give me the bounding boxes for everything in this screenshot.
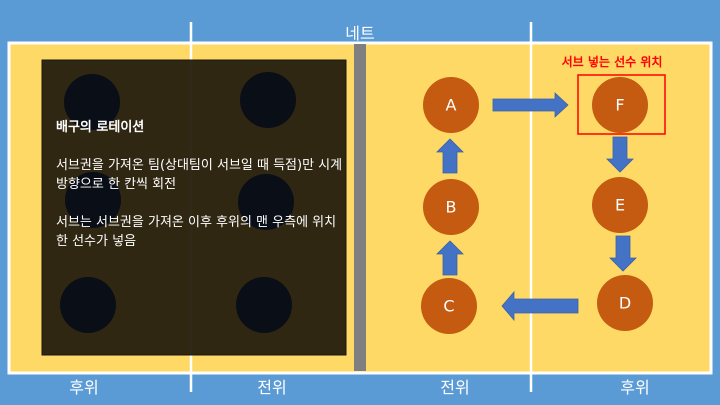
opponent-player [65,172,121,228]
opponent-player [60,277,116,333]
arrow-left-icon [501,290,579,322]
arrow-down-icon [609,235,637,272]
player-b-label: B [445,197,457,217]
player-c [421,278,477,334]
rotation-note: 배구의 로테이션 서브권을 가져온 팀(상대팀이 서브일 때 득점)만 시계 방… [56,118,346,270]
arrow-up-icon [436,138,464,174]
player-a-label: A [445,95,457,115]
player-e-label: E [614,195,626,215]
player-d-label: D [618,293,632,313]
net-label: 네트 [345,24,375,43]
opponent-players [60,72,296,333]
zone-label-front-left: 전위 [257,378,287,397]
note-rotation-rule: 서브권을 가져온 팀(상대팀이 서브일 때 득점)만 시계 방향으로 한 칸씩 … [56,158,343,192]
zone-label-back-left: 후위 [69,378,99,397]
serve-position-label: 서브 넣는 선수 위치 [561,55,663,69]
zone-label-front-right: 전위 [440,378,470,397]
player-b [423,179,479,235]
opponent-player [240,72,296,128]
opponent-player [64,74,120,130]
note-serve-rule: 서브는 서브권을 가져온 이후 후위의 맨 우측에 위치한 선수가 넣음 [56,215,337,249]
arrow-down-icon [606,136,634,173]
player-f-label: F [615,95,625,115]
zone-label-back-right: 후위 [620,378,650,397]
opponent-player [236,277,292,333]
player-e [592,177,648,233]
net [354,44,366,371]
player-d [597,275,653,331]
player-c-label: C [443,296,455,316]
arrow-right-icon [492,92,569,118]
serve-position-highlight [577,74,666,135]
note-title: 배구의 로테이션 [56,120,145,135]
player-f [592,77,648,133]
arrow-up-icon [436,240,464,276]
player-a [423,77,479,133]
opponent-player [238,174,294,230]
